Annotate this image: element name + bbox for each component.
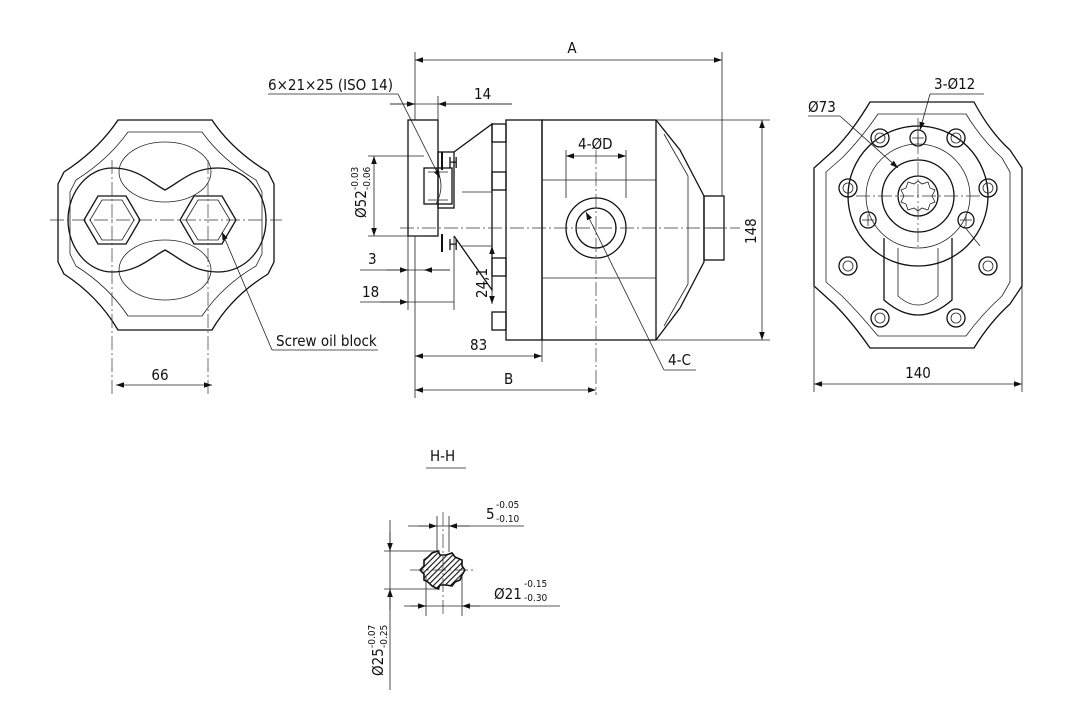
drive-shaft [423,167,453,205]
dia-21-label: Ø21 -0.15 -0.30 [494,579,548,604]
key-width-label: 5 -0.05 -0.10 [486,500,520,525]
flange-hole [859,211,877,229]
svg-text:-0.15: -0.15 [524,579,547,590]
section-hh: H-H 5 -0.05 -0.10 Ø21 -0.15 -0.30 [367,447,560,690]
dia-52-label: Ø52 -0.03 -0.06 [350,166,373,218]
lower-boss [118,239,212,301]
dia-73-leader [839,115,899,169]
center-port-slot-inner [897,248,939,306]
svg-text:-0.06: -0.06 [362,166,373,190]
mount-flange [407,119,439,237]
dim-a-label: A [567,39,577,57]
gear-chamber-outline [67,167,267,273]
bolt-hole [870,308,890,328]
mount-bolt-holes [838,128,998,328]
screw-oil-leader [221,231,273,351]
pump-body-front [505,119,543,341]
dim-3-label: 3 [368,250,377,268]
port-d-label: 4-ØD [578,135,612,153]
spline-spec-leader [397,93,441,179]
holes-12-leader-2 [963,225,981,247]
svg-text:5: 5 [486,505,495,523]
bolt-hole [870,128,890,148]
screw-oil-label: Screw oil block [276,332,377,350]
bolt-hole [978,256,998,276]
section-title: H-H [430,447,455,465]
bolt-head-3 [491,257,507,277]
upper-boss [118,141,212,203]
svg-text:-0.03: -0.03 [350,167,361,190]
holes-12-label: 3-Ø12 [934,75,975,93]
svg-text:Ø52: Ø52 [352,190,370,218]
section-mark-bottom: H [448,236,458,254]
front-view-inner-outline [825,113,1011,337]
bolt-hole [946,128,966,148]
dim-66-label: 66 [151,366,168,384]
bolt-hole [946,308,966,328]
front-cover-taper [453,122,493,293]
left-view: 66 Screw oil block [50,119,378,395]
section-mark-top: H [448,154,458,172]
dim-83-label: 83 [470,336,487,354]
pump-body [541,119,657,341]
dim-18-label: 18 [362,283,379,301]
left-view-outline [57,119,275,331]
dia-73-label: Ø73 [808,98,836,116]
flange-collar [437,151,455,209]
svg-text:-0.10: -0.10 [496,514,520,525]
rear-hub [462,191,492,247]
spline-spec-label: 6×21×25 (ISO 14) [268,76,393,94]
center-port-slot [883,238,953,316]
rear-cover [655,119,705,341]
front-view-outline [813,101,1023,349]
svg-text:-0.30: -0.30 [524,593,548,604]
dia-25-label: Ø25 -0.07 -0.25 [367,625,390,676]
thread-label: 4-C [668,351,691,369]
rear-cover-inner [663,133,689,327]
side-view: A 14 6×21×25 (ISO 14) H H Ø52 -0.03 -0.0… [268,39,770,398]
left-view-inner-outline [69,131,263,317]
flange-holes-3x12 [859,129,975,229]
bolt-hole [838,178,858,198]
dim-24-1-label: 24,1 [473,268,491,298]
bolt-head-4 [491,311,507,331]
bolt-hole [978,178,998,198]
thread-leader [585,211,665,371]
svg-text:-0.25: -0.25 [379,625,390,648]
front-view: Ø73 3-Ø12 140 [808,75,1023,392]
svg-text:-0.05: -0.05 [496,500,519,511]
bolt-head-1 [491,123,507,143]
holes-12-leader [919,93,931,131]
dim-14-label: 14 [474,85,491,103]
bolt-head-2 [491,171,507,191]
dim-148-label: 148 [742,218,760,244]
svg-text:Ø25: Ø25 [369,648,387,676]
svg-text:-0.07: -0.07 [367,625,378,648]
dim-b-label: B [504,370,513,388]
bolt-hole [838,256,858,276]
dim-140-label: 140 [905,364,931,382]
svg-text:Ø21: Ø21 [494,585,522,603]
